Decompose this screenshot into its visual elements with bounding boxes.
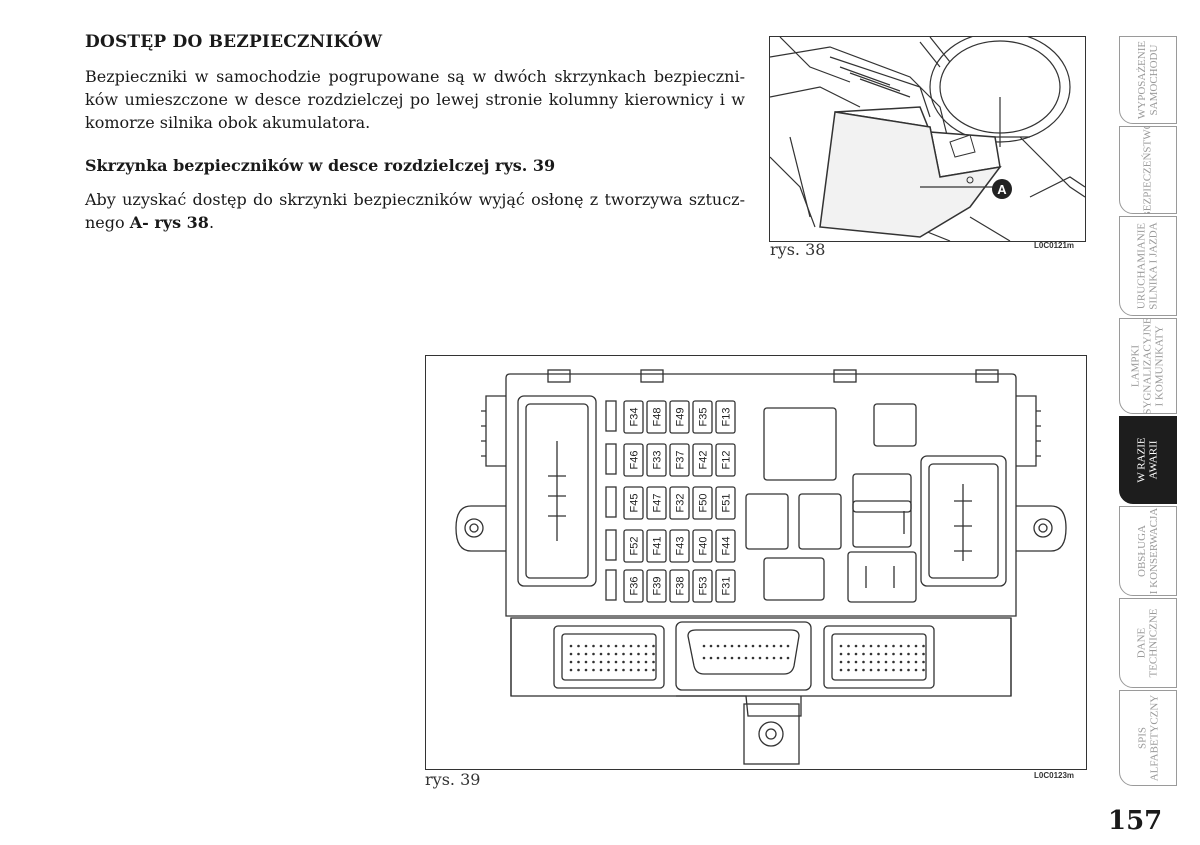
- fuse-f41: F41: [646, 529, 667, 563]
- figure-38-dashboard-illustration: A: [769, 36, 1086, 242]
- fuse-f42: F42: [692, 443, 713, 477]
- figure-39-caption: rys. 39: [425, 770, 481, 789]
- fuse-f44: F44: [715, 529, 736, 563]
- chapter-tab[interactable]: W RAZIE AWARII: [1119, 416, 1177, 504]
- fuse-label: F13: [721, 408, 733, 427]
- fuse-label: F46: [629, 451, 641, 470]
- fuse-f51: F51: [715, 486, 736, 520]
- chapter-tab-label: URUCHAMIANIE SILNIKA I JAZDA: [1136, 222, 1161, 310]
- chapter-tab[interactable]: WYPOSAŻENIE SAMOCHODU: [1119, 36, 1177, 124]
- marker-a-label: A: [997, 182, 1007, 197]
- dashboard-drawing: A: [770, 37, 1085, 241]
- fuse-label: F47: [652, 494, 664, 513]
- fuse-f33: F33: [646, 443, 667, 477]
- fuse-f48: F48: [646, 400, 667, 434]
- fuse-label: F34: [629, 408, 641, 427]
- fuse-f34: F34: [623, 400, 644, 434]
- page-number: 157: [1108, 806, 1163, 836]
- fuse-label: F52: [629, 537, 641, 556]
- fuse-label: F53: [698, 577, 710, 596]
- fuse-label: F32: [675, 494, 687, 513]
- fuse-label: F51: [721, 494, 733, 513]
- fuse-label: F31: [721, 577, 733, 596]
- fuse-f39: F39: [646, 569, 667, 603]
- fuse-f37: F37: [669, 443, 690, 477]
- access-paragraph: Aby uzyskać dostęp do skrzynki bezpieczn…: [85, 190, 745, 232]
- fuse-label: F43: [675, 537, 687, 556]
- fuse-f12: F12: [715, 443, 736, 477]
- chapter-tab[interactable]: SPIS ALFABETYCZNY: [1119, 690, 1177, 786]
- chapter-tab-label: OBSŁUGA I KONSERWACJA: [1136, 507, 1161, 595]
- fuse-f38: F38: [669, 569, 690, 603]
- fuse-label: F42: [698, 451, 710, 470]
- intro-paragraph: Bezpieczniki w samochodzie pogrupowane s…: [85, 67, 745, 132]
- fuse-label: F35: [698, 408, 710, 427]
- chapter-tab[interactable]: URUCHAMIANIE SILNIKA I JAZDA: [1119, 216, 1177, 316]
- fuse-f36: F36: [623, 569, 644, 603]
- fuse-f52: F52: [623, 529, 644, 563]
- fuse-f46: F46: [623, 443, 644, 477]
- chapter-tab-label: LAMPKI SYGNALIZACYJNE I KOMUNIKATY: [1130, 318, 1167, 414]
- fuse-label: F40: [698, 537, 710, 556]
- chapter-tab[interactable]: DANE TECHNICZNE: [1119, 598, 1177, 688]
- fuse-label: F50: [698, 494, 710, 513]
- chapter-tab[interactable]: LAMPKI SYGNALIZACYJNE I KOMUNIKATY: [1119, 318, 1177, 414]
- fuse-label: F41: [652, 537, 664, 556]
- fuse-label: F37: [675, 451, 687, 470]
- figure-reference: A- rys 38: [129, 213, 209, 232]
- subheading: Skrzynka bezpieczników w desce rozdzielc…: [85, 156, 556, 175]
- fuse-f50: F50: [692, 486, 713, 520]
- fuse-label: F48: [652, 408, 664, 427]
- figure-38-code: L0C0121m: [1034, 241, 1075, 250]
- fuse-label: F33: [652, 451, 664, 470]
- figure-39-code: L0C0123m: [1034, 771, 1075, 780]
- fuse-label: F49: [675, 408, 687, 427]
- fuse-f32: F32: [669, 486, 690, 520]
- chapter-tab-label: W RAZIE AWARII: [1135, 437, 1160, 483]
- chapter-tab-label: DANE TECHNICZNE: [1136, 608, 1161, 678]
- fuse-f53: F53: [692, 569, 713, 603]
- fuse-label: F39: [652, 577, 664, 596]
- fuse-f40: F40: [692, 529, 713, 563]
- figure-38-caption: rys. 38: [770, 240, 826, 259]
- fuse-f49: F49: [669, 400, 690, 434]
- chapter-tab[interactable]: BEZPIECZEŃSTWO: [1119, 126, 1177, 214]
- fuse-f13: F13: [715, 400, 736, 434]
- fuse-f45: F45: [623, 486, 644, 520]
- chapter-tab-label: SPIS ALFABETYCZNY: [1136, 694, 1161, 782]
- section-heading: DOSTĘP DO BEZPIECZNIKÓW: [85, 32, 383, 52]
- chapter-tab-label: WYPOSAŻENIE SAMOCHODU: [1136, 40, 1160, 120]
- chapter-tab-label: BEZPIECZEŃSTWO: [1142, 126, 1155, 214]
- fuse-label: F36: [629, 577, 641, 596]
- fuse-label: F44: [721, 537, 733, 556]
- fuse-label: F38: [675, 577, 687, 596]
- fuse-f31: F31: [715, 569, 736, 603]
- fuse-label: F12: [721, 451, 733, 470]
- fuse-f35: F35: [692, 400, 713, 434]
- chapter-tab[interactable]: OBSŁUGA I KONSERWACJA: [1119, 506, 1177, 596]
- fuse-f43: F43: [669, 529, 690, 563]
- fuse-f47: F47: [646, 486, 667, 520]
- fuse-label: F45: [629, 494, 641, 513]
